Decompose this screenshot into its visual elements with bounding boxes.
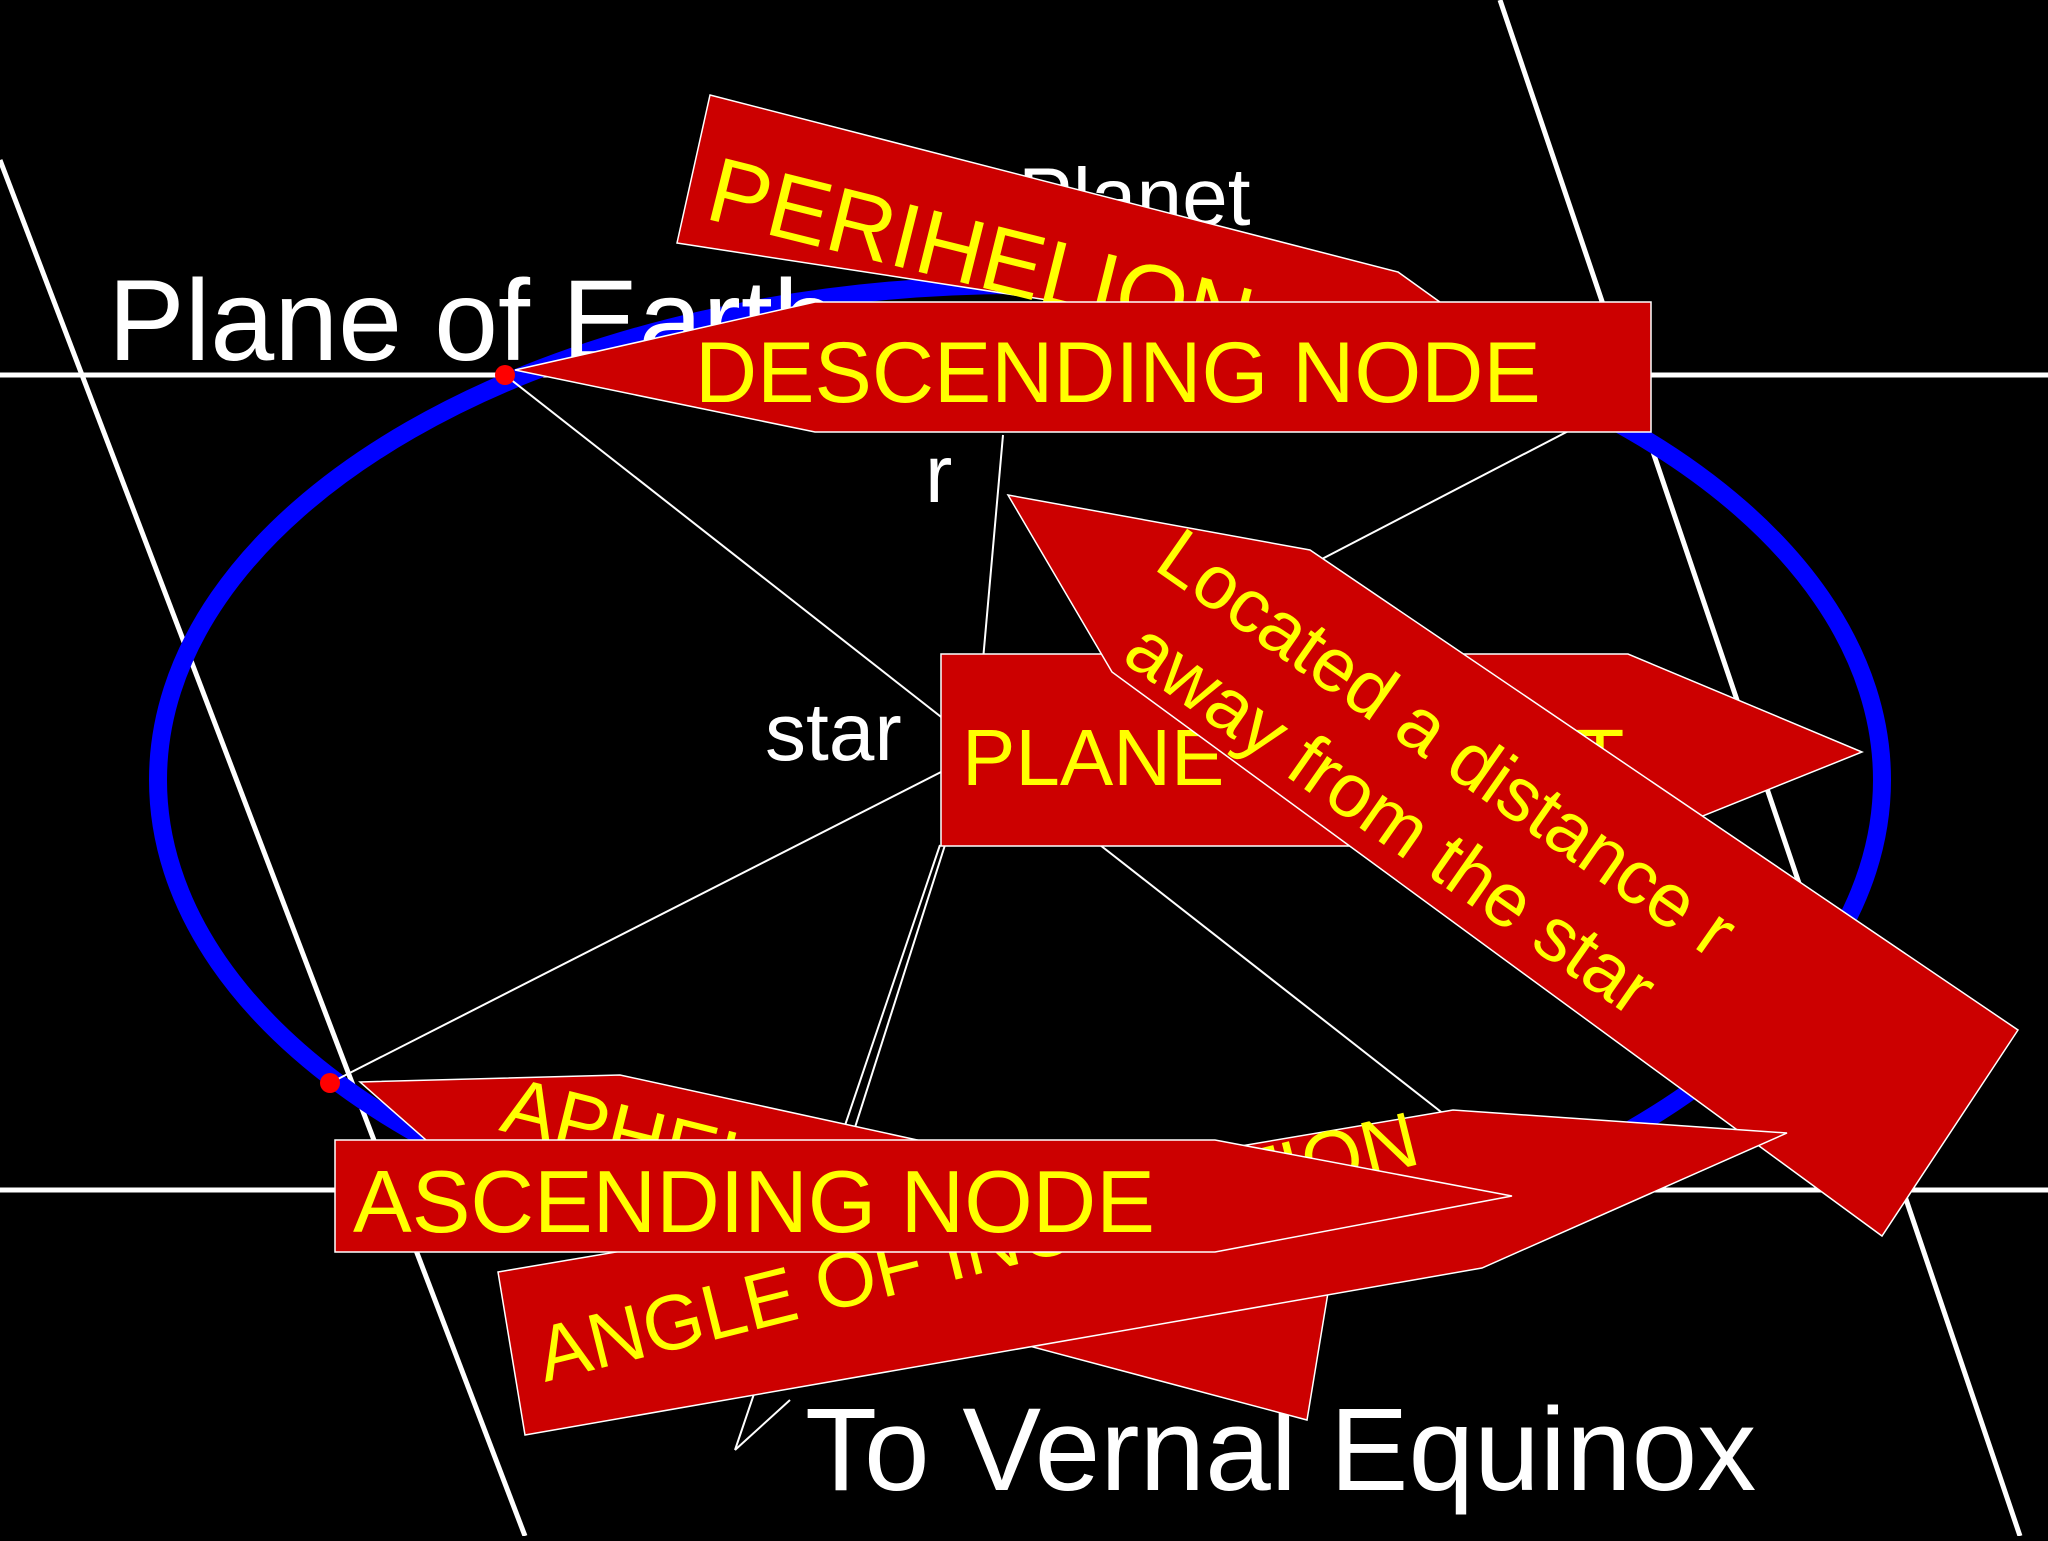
line-vernal-right xyxy=(842,844,946,1166)
line-star-aphelion xyxy=(1099,844,1446,1116)
descending-node-arrow-shape xyxy=(514,301,1652,433)
distance-arrow-shape xyxy=(1006,493,2020,1238)
ascending-node-callout: ASCENDING NODE xyxy=(334,1139,1513,1253)
line-planet-radius xyxy=(982,434,1004,661)
line-star-perihelion xyxy=(1319,424,1581,561)
ascending-node-text: ASCENDING NODE xyxy=(353,1152,1155,1251)
star-label: star xyxy=(765,687,902,778)
descending-node-dot xyxy=(495,365,515,385)
descending-node-text: DESCENDING NODE xyxy=(695,325,1541,421)
orbit-plane-left-line xyxy=(0,159,528,1537)
descending-node-callout: DESCENDING NODE xyxy=(514,301,1652,433)
line-star-descending-node xyxy=(504,374,946,721)
line-star-ascending-node xyxy=(331,769,946,1083)
ascending-node-dot xyxy=(320,1073,340,1093)
ascending-node-arrow-shape xyxy=(334,1139,1513,1253)
line-vernal-arrow xyxy=(734,1399,791,1451)
radius-label: r xyxy=(925,429,952,520)
